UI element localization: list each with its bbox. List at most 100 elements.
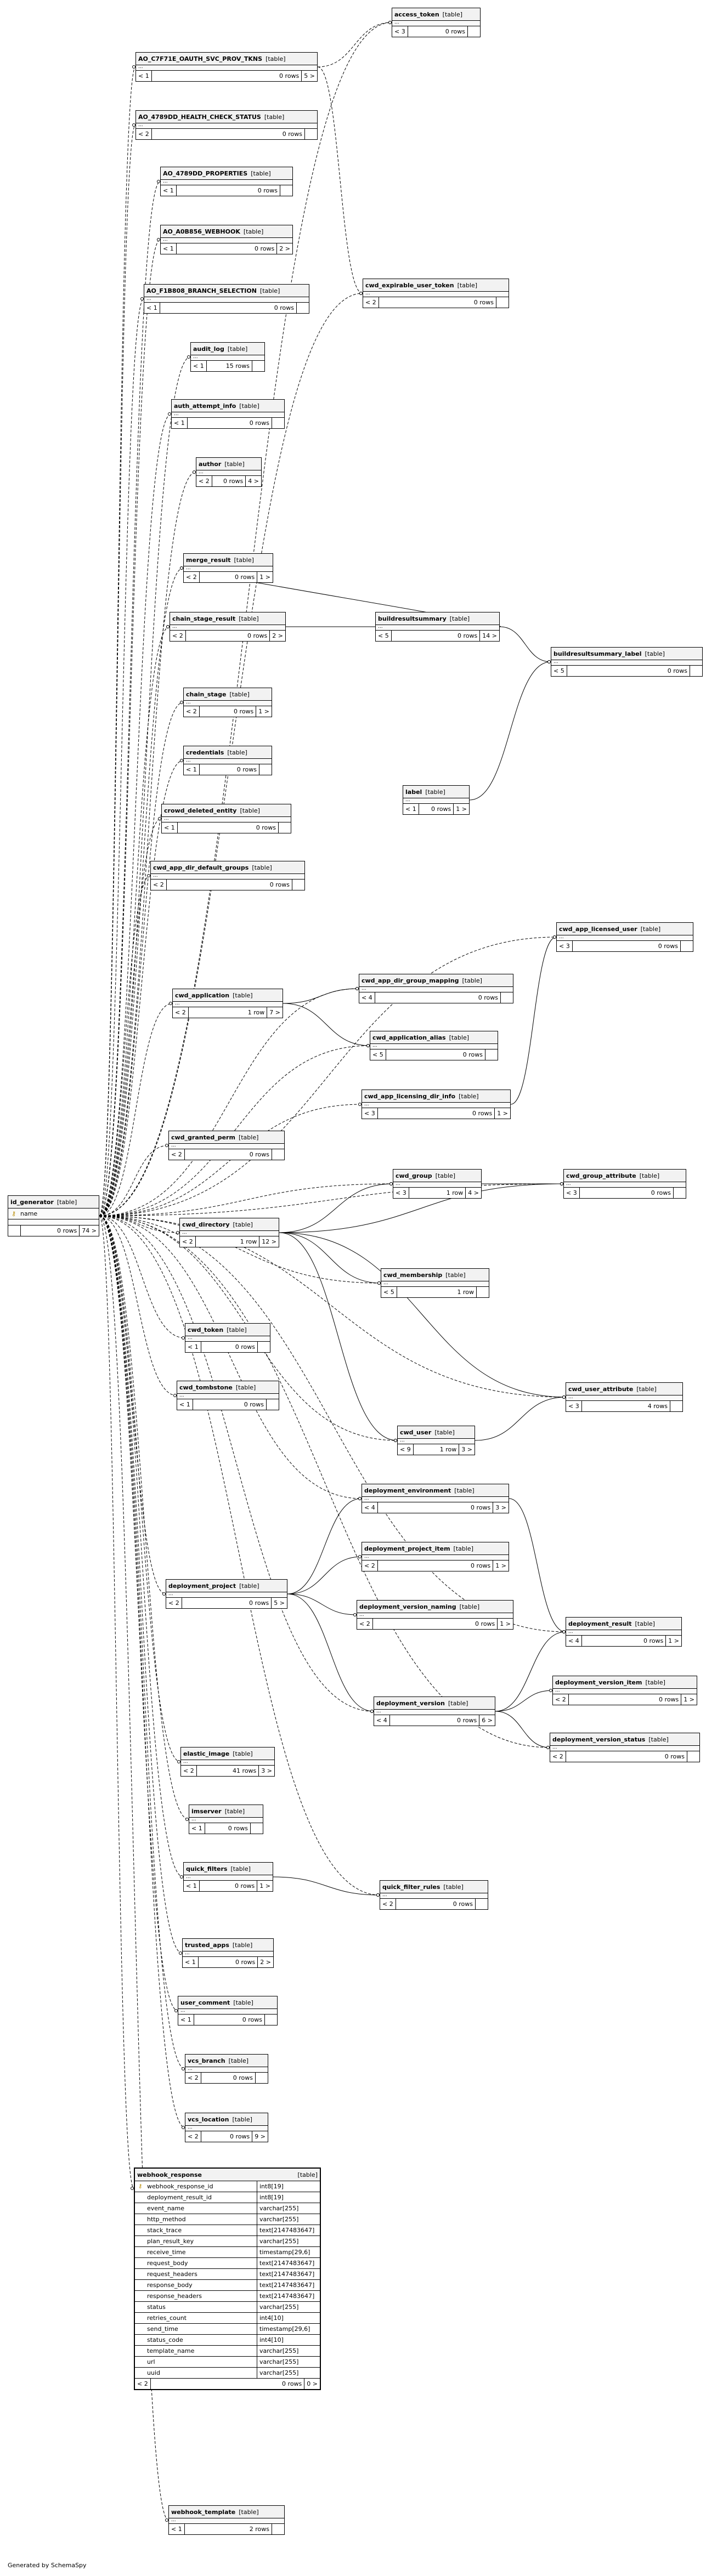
table-name[interactable]: chain_stage_result [172, 615, 236, 622]
table-name[interactable]: deployment_version_item [555, 1678, 642, 1686]
table-name[interactable]: merge_result [186, 556, 231, 564]
table-name[interactable]: audit_log [193, 345, 224, 353]
table-name[interactable]: cwd_tombstone [179, 1383, 233, 1391]
table-name[interactable]: deployment_environment [364, 1486, 451, 1494]
table-name[interactable]: credentials [186, 748, 224, 756]
table-name[interactable]: cwd_app_licensing_dir_info [364, 1092, 456, 1100]
table-name[interactable]: elastic_image [183, 1750, 230, 1757]
table-name[interactable]: vcs_branch [188, 2057, 225, 2064]
table-name[interactable]: quick_filters [186, 1865, 228, 1873]
table-name[interactable]: webhook_template [171, 2508, 236, 2516]
table-name[interactable]: user_comment [180, 1999, 230, 2006]
table-name[interactable]: cwd_application [175, 991, 230, 999]
table-name[interactable]: buildresultsummary_label [553, 650, 642, 657]
table-name[interactable]: AO_4789DD_PROPERTIES [163, 169, 248, 177]
table-name[interactable]: buildresultsummary [378, 615, 447, 622]
table-name[interactable]: deployment_version_naming [359, 1603, 456, 1610]
table-name[interactable]: chain_stage [186, 690, 227, 698]
table-name[interactable]: auth_attempt_info [174, 402, 236, 410]
table-name[interactable]: cwd_expirable_user_token [365, 281, 454, 289]
table-name[interactable]: cwd_membership [383, 1271, 443, 1279]
table-name[interactable]: AO_4789DD_HEALTH_CHECK_STATUS [138, 113, 261, 121]
table-name[interactable]: deployment_project_item [364, 1545, 450, 1552]
table-name[interactable]: deployment_result [568, 1620, 632, 1627]
table-name[interactable]: vcs_location [188, 2115, 229, 2123]
table-name[interactable]: id_generator [10, 1198, 54, 1206]
table-name[interactable]: deployment_version [376, 1699, 445, 1707]
table-name[interactable]: quick_filter_rules [382, 1883, 440, 1891]
table-name[interactable]: cwd_user [400, 1428, 432, 1436]
table-name[interactable]: cwd_user_attribute [568, 1385, 634, 1393]
table-name[interactable]: author [199, 460, 222, 468]
table-name[interactable]: cwd_app_dir_group_mapping [362, 977, 459, 984]
table-name[interactable]: cwd_directory [182, 1221, 230, 1228]
table-name[interactable]: crowd_deleted_entity [164, 807, 237, 814]
table-name[interactable]: deployment_version_status [552, 1735, 646, 1743]
table-name[interactable]: cwd_application_alias [372, 1034, 446, 1041]
table-name[interactable]: label [405, 788, 422, 796]
table-name[interactable]: cwd_app_licensed_user [559, 925, 637, 933]
table-name[interactable]: cwd_group_attribute [566, 1172, 636, 1179]
table-ao_c7f71e[interactable]: AO_C7F71E_OAUTH_SVC_PROV_TKNS[table]...<… [135, 52, 318, 82]
table-name[interactable]: cwd_granted_perm [171, 1133, 235, 1141]
table-ao_health[interactable]: AO_4789DD_HEALTH_CHECK_STATUS[table]...<… [135, 110, 318, 140]
table-name[interactable]: webhook_response [137, 2171, 202, 2178]
table-name[interactable]: access_token [394, 10, 439, 18]
table-name[interactable]: deployment_project [168, 1582, 236, 1590]
table-name[interactable]: AO_C7F71E_OAUTH_SVC_PROV_TKNS [138, 55, 263, 63]
table-name[interactable]: AO_F1B808_BRANCH_SELECTION [146, 287, 257, 294]
table-name[interactable]: imserver [191, 1807, 222, 1815]
table-name[interactable]: cwd_app_dir_default_groups [153, 864, 249, 871]
table-name[interactable]: trusted_apps [185, 1941, 229, 1949]
table-name[interactable]: cwd_group [396, 1172, 432, 1179]
table-webhook_response[interactable]: webhook_response[table]webhook_response_… [134, 2168, 321, 2390]
table-name[interactable]: AO_A0B856_WEBHOOK [163, 228, 240, 235]
table-name[interactable]: cwd_token [188, 1326, 224, 1334]
